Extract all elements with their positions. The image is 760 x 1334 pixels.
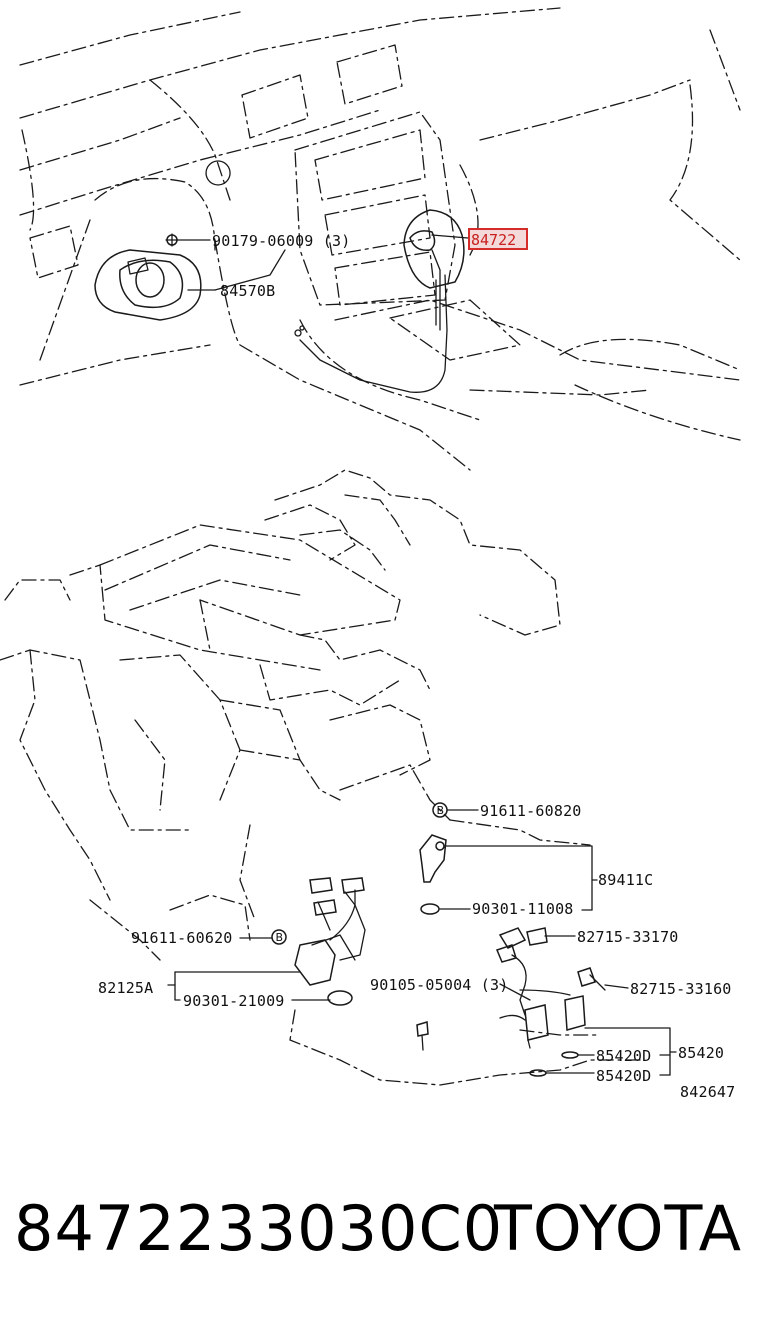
top-leaders: [177, 234, 469, 291]
highlight-box: [468, 228, 528, 250]
highlighted-part-84722[interactable]: 84722: [468, 228, 528, 250]
label-85420d-1[interactable]: 85420D: [596, 1047, 651, 1065]
footer-brand: TOYOTA: [493, 1192, 742, 1265]
label-82125a[interactable]: 82125A: [98, 979, 153, 997]
bolt-mark-b-icon: B: [276, 931, 284, 944]
label-84570b[interactable]: 84570B: [220, 282, 275, 300]
parts-diagram: 90179-06009 (3) 84570B 84722 B 91611-608…: [0, 7, 741, 1101]
bottom-leaders: [167, 809, 677, 1076]
label-90179-06009[interactable]: 90179-06009 (3): [212, 232, 350, 250]
dashboard-illustration: [19, 7, 741, 471]
label-89411c[interactable]: 89411C: [598, 871, 653, 889]
engine-illustration: [0, 469, 641, 1086]
label-90105-05004[interactable]: 90105-05004 (3): [370, 976, 508, 994]
diagram-id: 842647: [680, 1083, 735, 1101]
footer-part-number: 8472233030C0: [14, 1192, 504, 1265]
label-90301-11008[interactable]: 90301-11008: [472, 900, 574, 918]
label-85420d-2[interactable]: 85420D: [596, 1067, 651, 1085]
bolt-mark-b-icon: B: [437, 804, 445, 817]
label-82715-33160[interactable]: 82715-33160: [630, 980, 732, 998]
label-90301-21009[interactable]: 90301-21009: [183, 992, 285, 1010]
label-85420[interactable]: 85420: [678, 1044, 724, 1062]
label-84722[interactable]: 84722: [471, 231, 516, 249]
label-91611-60620[interactable]: 91611-60620: [131, 929, 233, 947]
label-82715-33170[interactable]: 82715-33170: [577, 928, 679, 946]
label-91611-60820[interactable]: 91611-60820: [480, 802, 582, 820]
footer: 8472233030C0 TOYOTA: [0, 1180, 760, 1290]
